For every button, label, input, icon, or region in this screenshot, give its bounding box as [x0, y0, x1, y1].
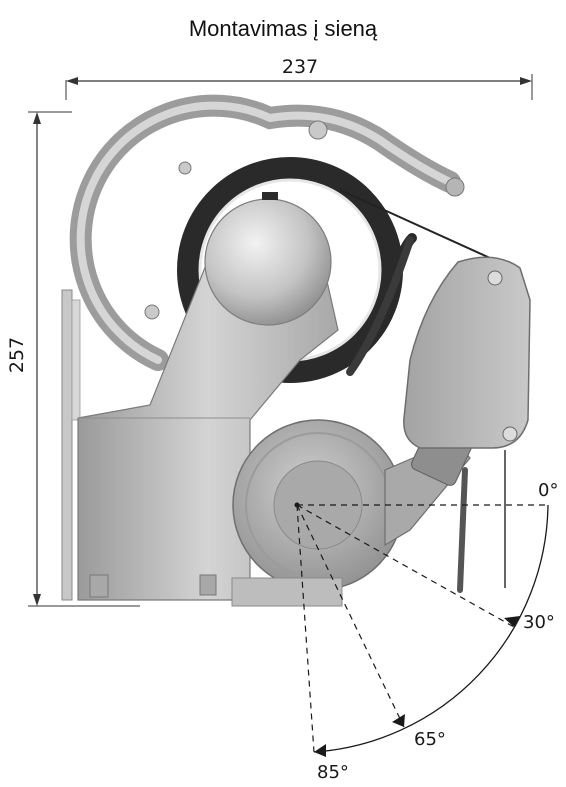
- width-label: 237: [282, 56, 318, 78]
- angle-label-30: 30°: [523, 612, 555, 633]
- cable-line: [339, 189, 491, 259]
- arrow-icon: [392, 714, 405, 727]
- panel-housing: [403, 256, 531, 449]
- page-title: Montavimas į sieną: [188, 16, 378, 41]
- height-dimension: 257: [6, 111, 140, 607]
- angle-line-65: [296, 504, 405, 728]
- ball-notch: [262, 192, 278, 200]
- angle-line-85: [296, 504, 315, 753]
- width-dimension: 237: [65, 56, 533, 100]
- height-label: 257: [6, 337, 28, 373]
- guard-bracket: [69, 94, 465, 371]
- angle-label-65: 65°: [414, 729, 446, 750]
- wall-plate: [61, 289, 81, 601]
- screw-icon: [502, 426, 518, 442]
- ball-head: [204, 198, 332, 326]
- pivot-point: [294, 502, 300, 508]
- angle-label-85: 85°: [317, 762, 349, 783]
- screw-icon: [487, 270, 503, 286]
- arrow-icon: [314, 744, 326, 757]
- arrow-icon: [504, 616, 520, 627]
- angle-label-0: 0°: [538, 480, 558, 501]
- angle-lines: [296, 504, 548, 753]
- angle-line-30: [296, 504, 515, 628]
- angle-arc: [313, 504, 549, 753]
